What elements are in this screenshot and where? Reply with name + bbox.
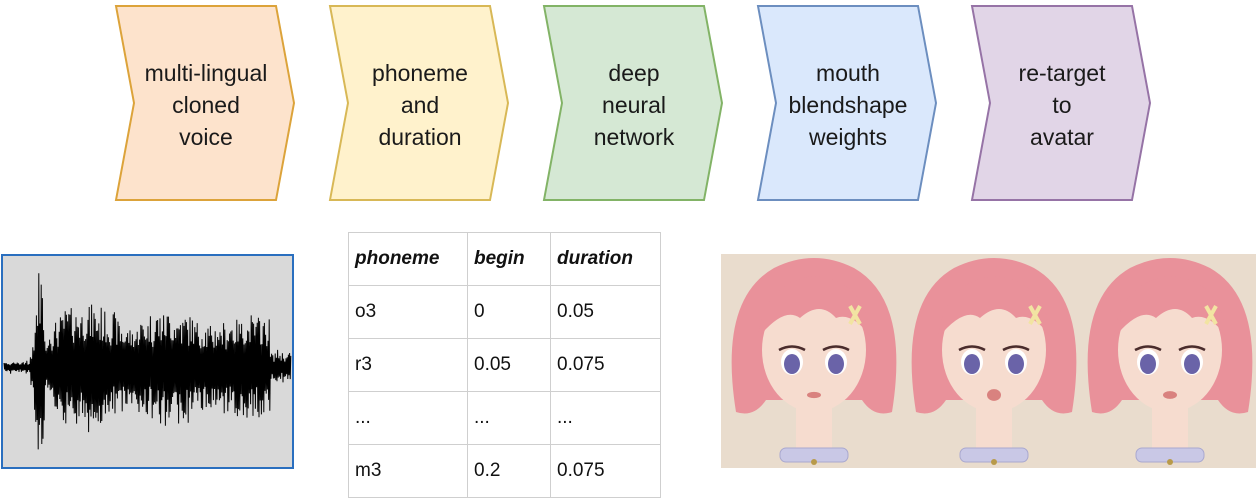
audio-waveform (3, 273, 292, 450)
cell-phoneme: r3 (348, 338, 468, 392)
pipeline-step-label: blendshape (789, 92, 908, 118)
table-row: ... ... ... (348, 391, 661, 445)
avatar-eyelash (1178, 345, 1206, 352)
avatar-eye (784, 354, 800, 374)
pipeline-chevron (328, 5, 510, 201)
pipeline-step-label: weights (808, 124, 887, 150)
avatar-eye (1140, 354, 1156, 374)
header-phoneme: phoneme (348, 232, 468, 286)
pipeline-step: deep neural network (542, 5, 724, 201)
avatar-face (762, 288, 866, 412)
phoneme-table: phoneme begin duration o3 0 0.05 r3 0.05… (348, 232, 661, 498)
pipeline-row: multi-lingual cloned voice phoneme and durati… (114, 5, 1152, 201)
avatar-eye (828, 354, 844, 374)
pipeline-chevron (970, 5, 1152, 201)
pipeline-step: multi-lingual cloned voice (114, 5, 296, 201)
avatar-eyelash (958, 345, 986, 352)
table-row: m3 0.2 0.075 (348, 444, 661, 498)
hair-clip-icon (1204, 305, 1218, 325)
pipeline-chevron (756, 5, 938, 201)
avatar-bangs (758, 276, 870, 338)
cell-duration: 0.075 (550, 338, 661, 392)
avatar-eye (1184, 354, 1200, 374)
pipeline-step-label: network (594, 124, 675, 150)
pipeline-step-label: multi-lingual (145, 60, 268, 86)
hair-clip-icon (1028, 305, 1042, 325)
pipeline-step-label: to (1052, 92, 1071, 118)
header-begin: begin (467, 232, 551, 286)
pipeline-step-label: phoneme (372, 60, 468, 86)
pipeline-step-label: re-target (1019, 60, 1107, 86)
avatar-eyelash (778, 345, 806, 352)
pipeline-step-label: avatar (1030, 124, 1094, 150)
avatar-mouth (807, 391, 821, 399)
cell-begin: 0 (467, 285, 551, 339)
cell-duration: 0.075 (550, 444, 661, 498)
avatar-mouth (987, 389, 1001, 401)
pipeline-step: mouth blendshape weights (756, 5, 938, 201)
pipeline-step-label: cloned (172, 92, 240, 118)
pipeline-step: re-target to avatar (970, 5, 1152, 201)
avatar-eye (964, 354, 980, 374)
table-row: o3 0 0.05 (348, 285, 661, 339)
cell-phoneme: m3 (348, 444, 468, 498)
avatar-panel (721, 254, 1256, 468)
avatar-frame (731, 258, 897, 465)
avatar-frame (911, 258, 1077, 465)
avatar-frame (1087, 258, 1253, 465)
pipeline-step-label: and (401, 92, 439, 118)
avatar-eyelash (1002, 345, 1030, 352)
cell-begin: ... (467, 391, 551, 445)
avatar-face (1118, 288, 1222, 412)
collar-bell-icon (1167, 459, 1173, 465)
avatar-face (942, 288, 1046, 412)
avatar-eye (1008, 354, 1024, 374)
pipeline-step-label: deep (608, 60, 659, 86)
cell-begin: 0.2 (467, 444, 551, 498)
pipeline-step-label: duration (378, 124, 461, 150)
pipeline-chevron (542, 5, 724, 201)
cell-phoneme: ... (348, 391, 468, 445)
avatar-bangs (938, 276, 1050, 338)
pipeline-step-label: neural (602, 92, 666, 118)
collar-bell-icon (811, 459, 817, 465)
cell-phoneme: o3 (348, 285, 468, 339)
cell-duration: 0.05 (550, 285, 661, 339)
pipeline-step: phoneme and duration (328, 5, 510, 201)
pipeline-step-label: voice (179, 124, 233, 150)
hair-clip-icon (848, 305, 862, 325)
table-header-row: phoneme begin duration (348, 232, 661, 286)
pipeline-chevron (114, 5, 296, 201)
avatar-mouth (1163, 391, 1177, 399)
waveform-panel (1, 254, 294, 469)
table-row: r3 0.05 0.075 (348, 338, 661, 392)
header-duration: duration (550, 232, 661, 286)
collar-bell-icon (991, 459, 997, 465)
avatar-bangs (1114, 276, 1226, 338)
avatar-eyelash (1134, 345, 1162, 352)
avatar-eyelash (822, 345, 850, 352)
cell-duration: ... (550, 391, 661, 445)
cell-begin: 0.05 (467, 338, 551, 392)
pipeline-step-label: mouth (816, 60, 880, 86)
